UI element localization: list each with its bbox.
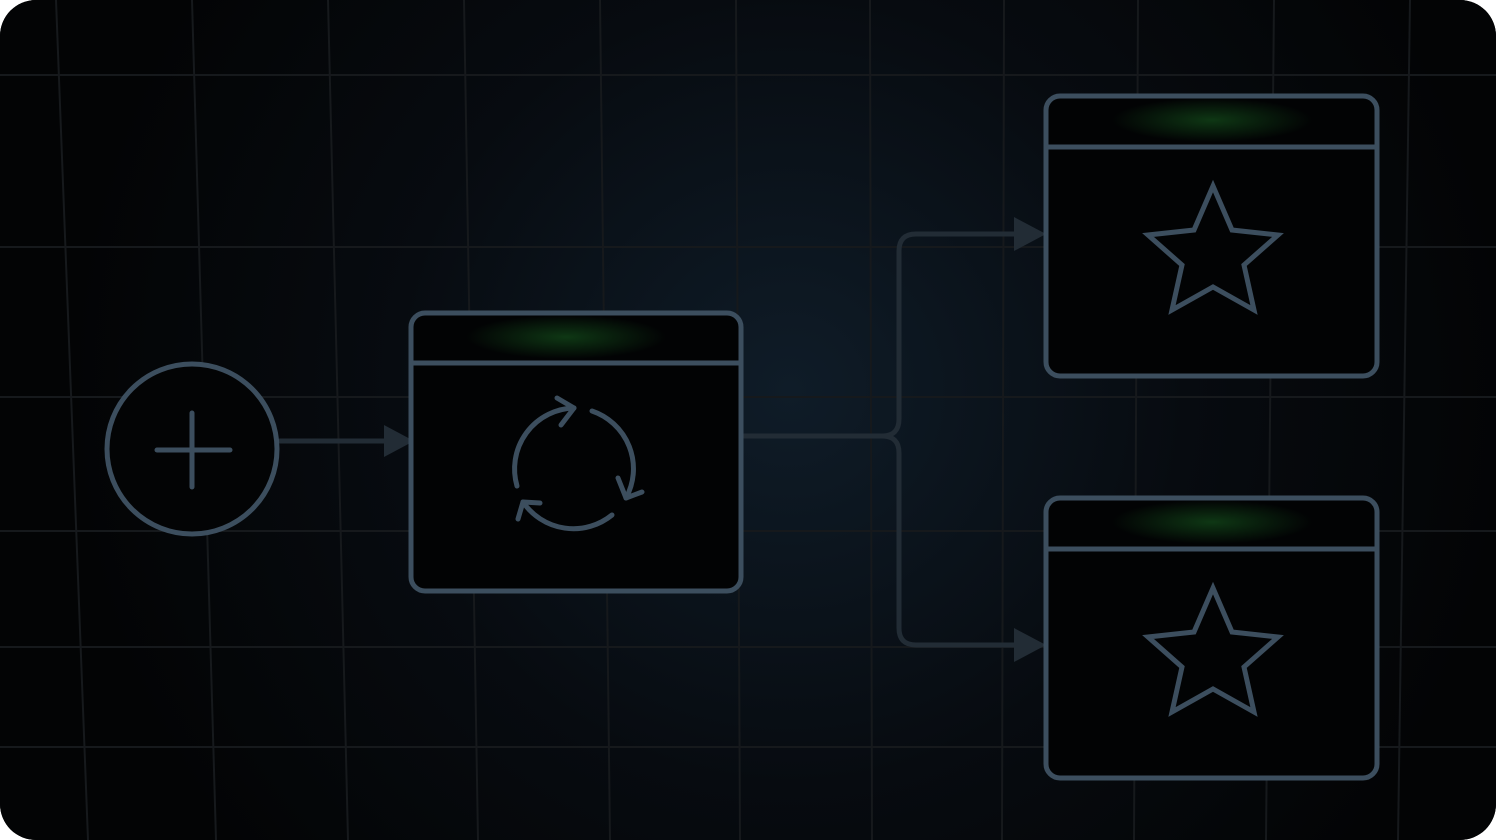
star-icon: [1142, 179, 1284, 315]
edge-process-to-output-bottom: [879, 433, 1021, 648]
output-bottom-window-frame: [1043, 495, 1380, 781]
output-top-window-frame: [1043, 93, 1380, 379]
output-top-node[interactable]: [1043, 93, 1380, 379]
process-status-glow: [466, 315, 666, 359]
arrowhead-output-top-icon: [1014, 217, 1046, 251]
arrowhead-process-icon: [384, 425, 414, 457]
output-bottom-node[interactable]: [1043, 495, 1380, 781]
process-window-frame: [408, 310, 744, 594]
connectors: [277, 231, 1021, 648]
output-bottom-status-glow: [1112, 500, 1312, 544]
output-top-status-glow: [1112, 98, 1312, 142]
star-icon: [1142, 581, 1284, 717]
plus-icon: [154, 410, 233, 490]
start-node[interactable]: [104, 361, 280, 537]
process-node[interactable]: [408, 310, 744, 594]
refresh-cycle-icon: [512, 395, 645, 532]
arrowheads: [384, 217, 1046, 662]
arrowhead-output-bottom-icon: [1014, 628, 1046, 662]
